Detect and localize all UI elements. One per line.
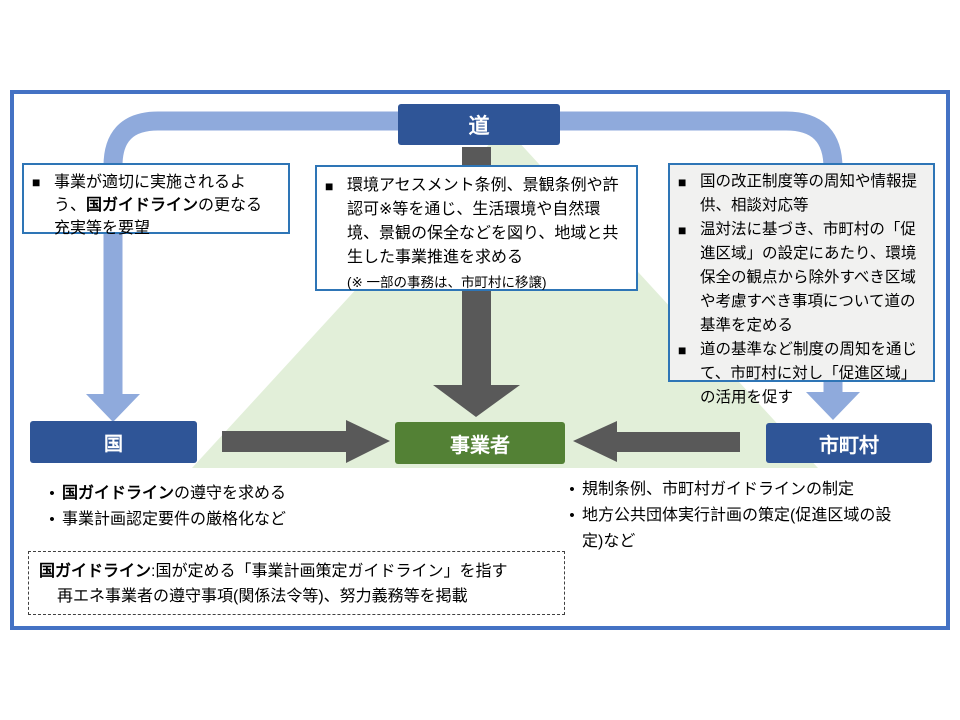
square-marker-icon: ■ — [678, 174, 687, 190]
national-action-item: • 事業計画認定要件の厳格化など — [42, 507, 382, 533]
node-operator-label: 事業者 — [450, 434, 510, 457]
callout-to-operator-row: ■ 環境アセスメント条例、景観条例や許認可※等を通じ、生活環境や自然環境、景観の… — [325, 174, 631, 270]
text-post: の更なる充実等を要望 — [54, 197, 263, 237]
square-marker-icon: ■ — [32, 174, 41, 190]
bullet-icon: • — [49, 485, 55, 502]
national-action-item: • 国ガイドラインの遵守を求める — [42, 481, 382, 507]
guideline-footnote-line1: 国ガイドライン:国が定める「事業計画策定ガイドライン」を指す — [39, 559, 556, 584]
text-rest: :国が定める「事業計画策定ガイドライン」を指す — [151, 563, 508, 580]
callout-to-municipality: ■ 国の改正制度等の周知や情報提供、相談対応等 ■ 温対法に基づき、市町村の「促… — [668, 163, 935, 406]
text-bold: 国ガイドライン — [62, 485, 175, 502]
guideline-footnote-line2: 再エネ事業者の遵守事項(関係法令等)、努力義務等を掲載 — [57, 588, 468, 605]
callout-to-operator: ■ 環境アセスメント条例、景観条例や許認可※等を通じ、生活環境や自然環境、景観の… — [315, 165, 638, 291]
node-hokkaido: 道 — [398, 104, 560, 145]
national-action-text: 国ガイドラインの遵守を求める — [62, 481, 382, 507]
national-actions: • 国ガイドラインの遵守を求める • 事業計画認定要件の厳格化など — [42, 481, 382, 533]
callout-to-national-row: ■ 事業が適切に実施されるよう、国ガイドラインの更なる充実等を要望 — [32, 171, 283, 240]
background-triangle — [192, 127, 818, 468]
arrow-kuni-to-jigyosha — [222, 420, 390, 463]
node-municipality: 市町村 — [766, 423, 932, 463]
square-marker-icon: ■ — [678, 342, 687, 358]
bullet-icon: • — [569, 507, 575, 524]
text-bold: 国ガイドライン — [86, 197, 199, 214]
callout-to-operator-note: (※ 一部の事務は、市町村に移譲) — [347, 275, 547, 290]
square-marker-icon: ■ — [325, 178, 334, 194]
guideline-footnote: 国ガイドライン:国が定める「事業計画策定ガイドライン」を指す 再エネ事業者の遵守… — [28, 551, 565, 615]
text-pre: 事業が適切に実施されるよう、 — [54, 174, 247, 214]
callout-item: ■ 国の改正制度等の周知や情報提供、相談対応等 — [678, 170, 928, 218]
municipality-action-text: 規制条例、市町村ガイドラインの制定 — [582, 481, 855, 498]
node-national: 国 — [30, 421, 197, 463]
node-municipality-label: 市町村 — [819, 434, 879, 457]
callout-item: ■ 温対法に基づき、市町村の「促進区域」の設定にあたり、環境保全の観点から除外す… — [678, 218, 928, 338]
municipality-action-text: 地方公共団体実行計画の策定(促進区域の設定)など — [582, 507, 892, 550]
municipality-action-item: • 規制条例、市町村ガイドラインの制定 — [562, 477, 930, 503]
callout-to-operator-text: 環境アセスメント条例、景観条例や許認可※等を通じ、生活環境や自然環境、景観の保全… — [347, 177, 619, 266]
callout-item-text: 国の改正制度等の周知や情報提供、相談対応等 — [700, 173, 918, 214]
outer-frame — [10, 90, 950, 630]
callout-to-national-text: 事業が適切に実施されるよう、国ガイドラインの更なる充実等を要望 — [54, 171, 272, 240]
text-bold: 国ガイドライン — [39, 563, 152, 580]
municipality-action-item: • 地方公共団体実行計画の策定(促進区域の設定)など — [562, 503, 930, 555]
node-hokkaido-label: 道 — [468, 114, 490, 138]
bullet-icon: • — [569, 481, 575, 498]
municipality-actions: • 規制条例、市町村ガイドラインの制定 • 地方公共団体実行計画の策定(促進区域… — [562, 477, 930, 555]
national-action-text: 事業計画認定要件の厳格化など — [62, 511, 287, 528]
arrow-shichoson-to-jigyosha — [573, 421, 740, 462]
square-marker-icon: ■ — [678, 222, 687, 238]
node-national-label: 国 — [103, 433, 123, 455]
text-rest: の遵守を求める — [174, 485, 287, 502]
callout-item-text: 温対法に基づき、市町村の「促進区域」の設定にあたり、環境保全の観点から除外すべき… — [700, 221, 917, 334]
callout-item-text: 道の基準など制度の周知を通じて、市町村に対し「促進区域」の活用を促す — [700, 341, 918, 406]
callout-to-national: ■ 事業が適切に実施されるよう、国ガイドラインの更なる充実等を要望 — [22, 163, 290, 237]
bullet-icon: • — [49, 511, 55, 528]
node-operator: 事業者 — [395, 422, 565, 464]
callout-item: ■ 道の基準など制度の周知を通じて、市町村に対し「促進区域」の活用を促す — [678, 338, 928, 410]
